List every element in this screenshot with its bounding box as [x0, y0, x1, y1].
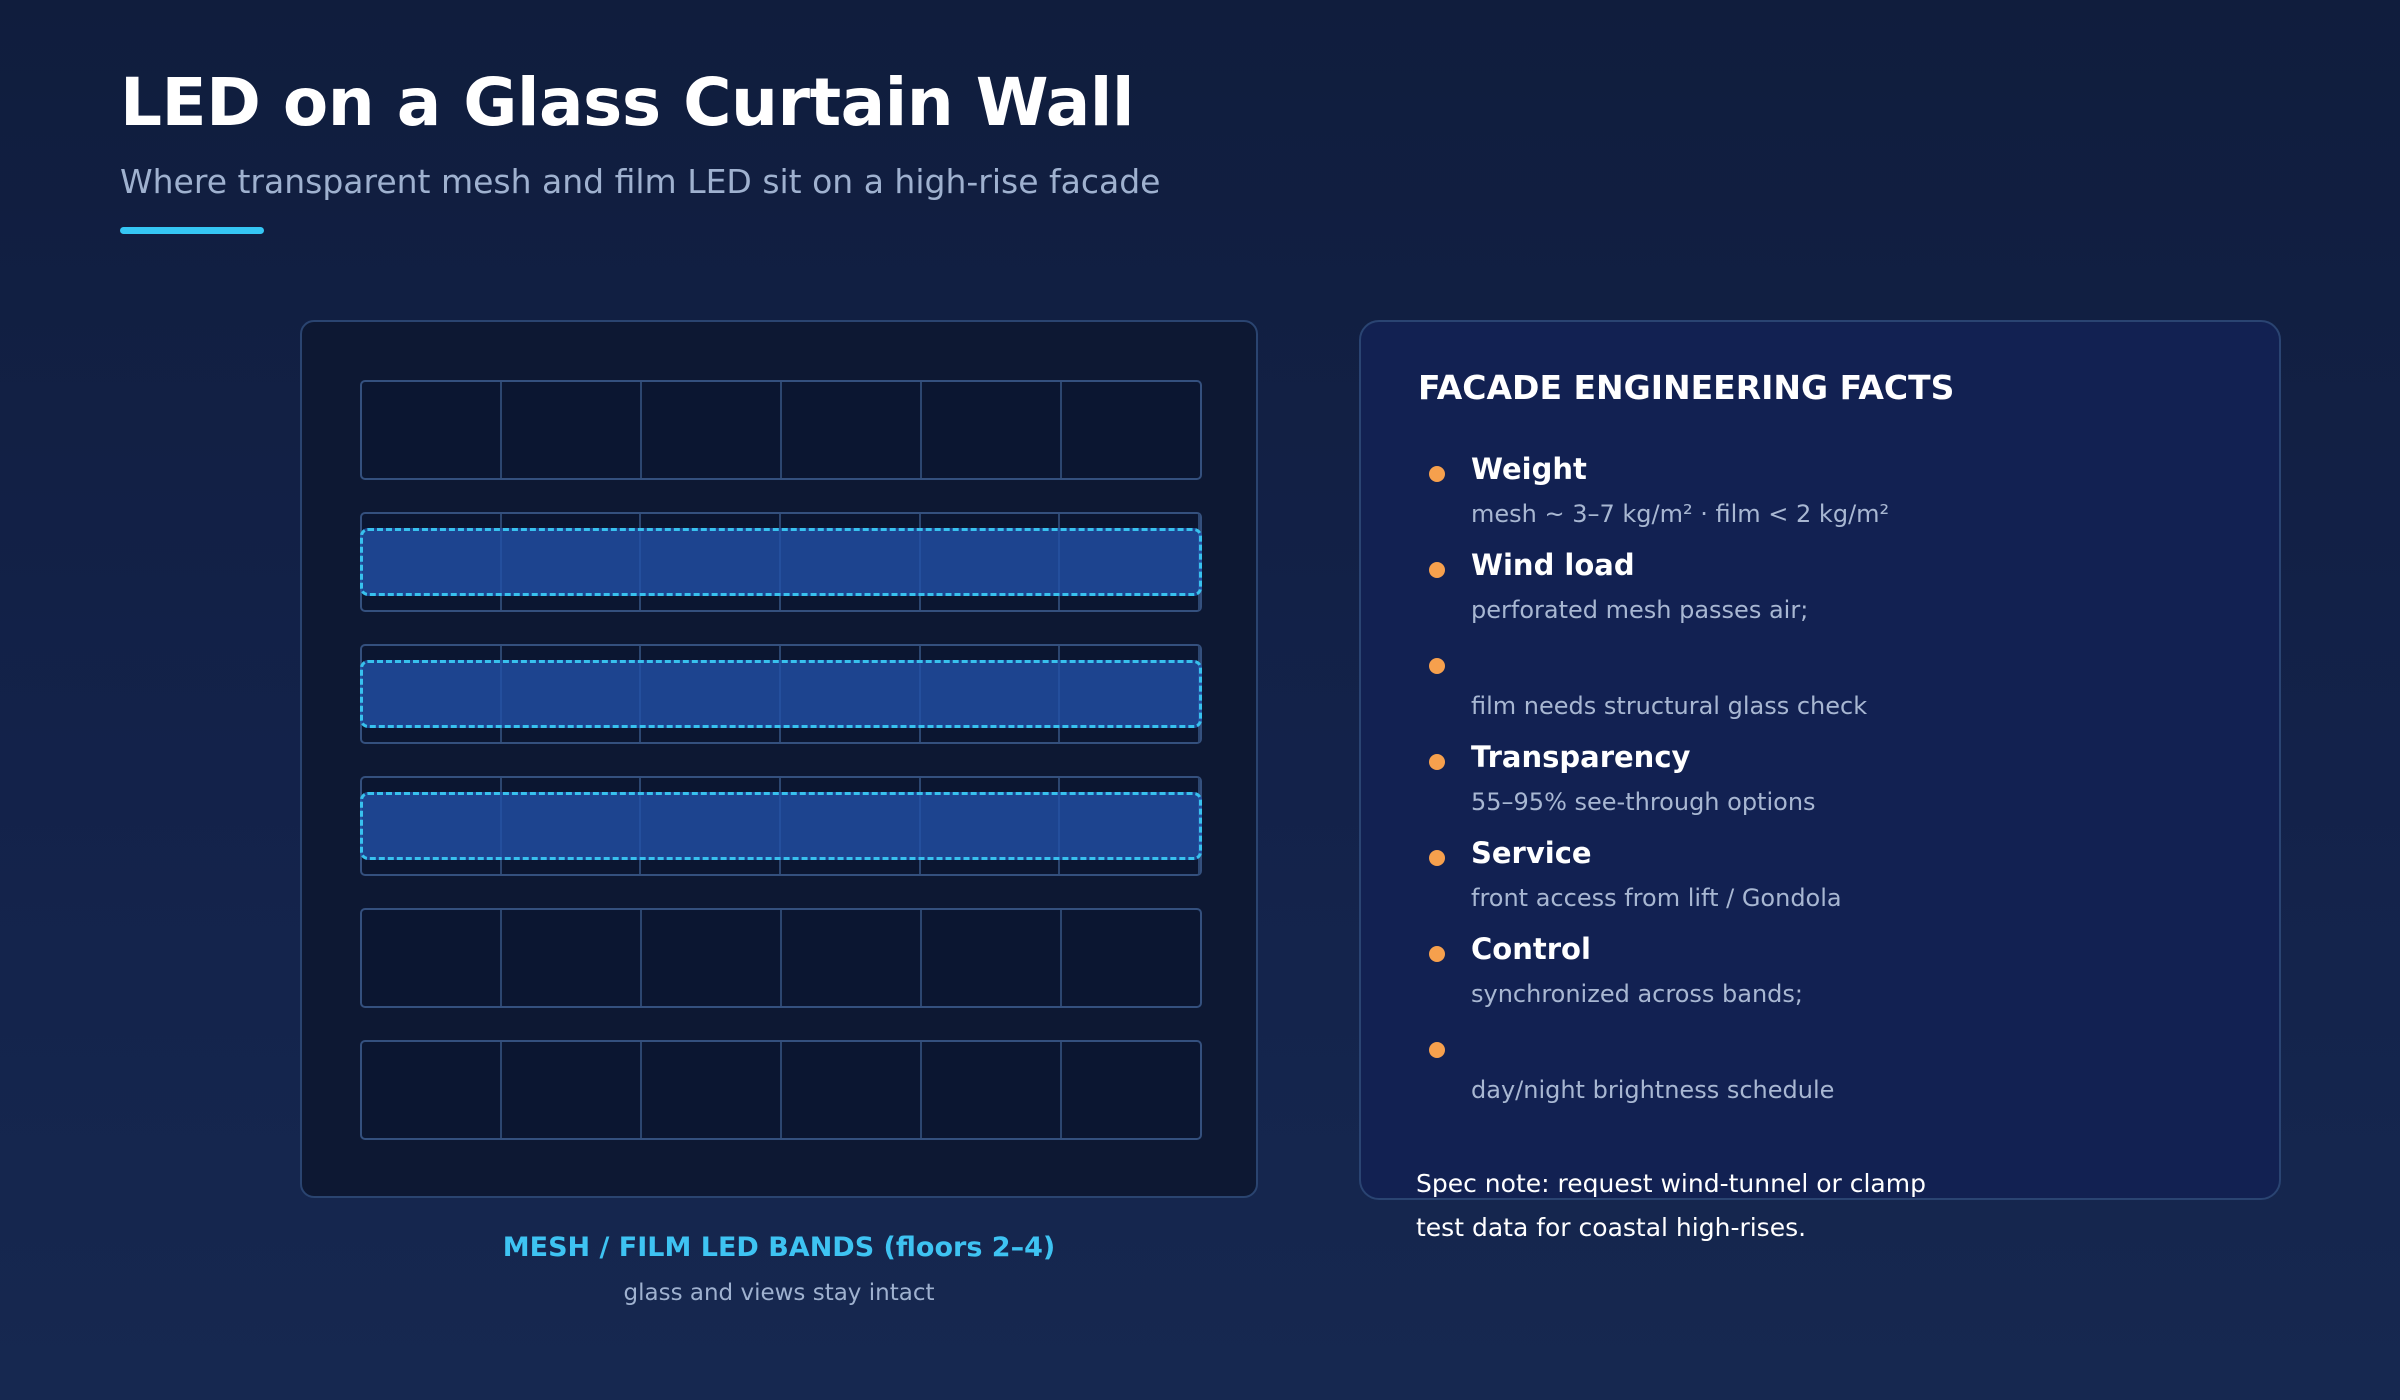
fact-text: mesh ~ 3–7 kg/m² · film < 2 kg/m²: [1471, 500, 1890, 528]
facts-panel: FACADE ENGINEERING FACTS Weight mesh ~ 3–…: [1359, 320, 2281, 1200]
fact-text: 55–95% see-through options: [1471, 788, 1816, 816]
glass-pane: [642, 910, 782, 1006]
led-band: [360, 660, 1202, 728]
fact-text: synchronized across bands;: [1471, 980, 1803, 1008]
glass-pane: [1062, 1042, 1200, 1138]
fact-text: film needs structural glass check: [1471, 692, 1868, 720]
facade-floor: [360, 380, 1202, 480]
fact-item: film needs structural glass check: [1361, 636, 2241, 732]
fact-label: Weight: [1471, 452, 1587, 486]
title-accent-bar: [120, 227, 264, 234]
bullet-icon: [1429, 754, 1445, 770]
facade-floor: [360, 512, 1202, 612]
fact-text: day/night brightness schedule: [1471, 1076, 1835, 1104]
fact-item: day/night brightness schedule: [1361, 1020, 2241, 1116]
led-band: [360, 792, 1202, 860]
fact-label: Control: [1471, 932, 1591, 966]
glass-pane: [642, 1042, 782, 1138]
fact-item: Service front access from lift / Gondola: [1361, 828, 2241, 924]
fact-text: perforated mesh passes air;: [1471, 596, 1809, 624]
curtain-wall-facade-diagram: [300, 320, 1258, 1198]
glass-pane: [922, 382, 1062, 478]
glass-pane: [782, 1042, 922, 1138]
glass-pane: [362, 1042, 502, 1138]
glass-pane: [502, 382, 642, 478]
glass-pane: [502, 1042, 642, 1138]
glass-pane: [922, 910, 1062, 1006]
glass-pane: [1062, 910, 1200, 1006]
glass-pane: [782, 382, 922, 478]
facade-floor: [360, 644, 1202, 744]
fact-item: Wind load perforated mesh passes air;: [1361, 540, 2241, 636]
glass-pane: [922, 1042, 1062, 1138]
bullet-icon: [1429, 850, 1445, 866]
bullet-icon: [1429, 562, 1445, 578]
led-band: [360, 528, 1202, 596]
glass-pane: [502, 910, 642, 1006]
glass-pane: [642, 382, 782, 478]
fact-label: Service: [1471, 836, 1592, 870]
facts-panel-title: FACADE ENGINEERING FACTS: [1418, 368, 1955, 407]
fact-label: Wind load: [1471, 548, 1635, 582]
fact-item: Control synchronized across bands;: [1361, 924, 2241, 1020]
facade-floor: [360, 908, 1202, 1008]
fact-item: Transparency 55–95% see-through options: [1361, 732, 2241, 828]
fact-label: Transparency: [1471, 740, 1691, 774]
page-subtitle: Where transparent mesh and film LED sit …: [120, 162, 1161, 201]
fact-text: front access from lift / Gondola: [1471, 884, 1842, 912]
facade-floor: [360, 1040, 1202, 1140]
fact-item: Weight mesh ~ 3–7 kg/m² · film < 2 kg/m²: [1361, 444, 2241, 540]
glass-pane: [362, 910, 502, 1006]
spec-note: Spec note: request wind-tunnel or clamp …: [1416, 1169, 1926, 1242]
page-title: LED on a Glass Curtain Wall: [120, 64, 1134, 141]
bullet-icon: [1429, 658, 1445, 674]
glass-pane: [362, 382, 502, 478]
bullet-icon: [1429, 1042, 1445, 1058]
facade-floor: [360, 776, 1202, 876]
bullet-icon: [1429, 946, 1445, 962]
glass-pane: [1062, 382, 1200, 478]
bullet-icon: [1429, 466, 1445, 482]
diagram-subcaption: glass and views stay intact: [623, 1280, 935, 1306]
diagram-caption: MESH / FILM LED BANDS (floors 2–4): [502, 1232, 1056, 1263]
glass-pane: [782, 910, 922, 1006]
